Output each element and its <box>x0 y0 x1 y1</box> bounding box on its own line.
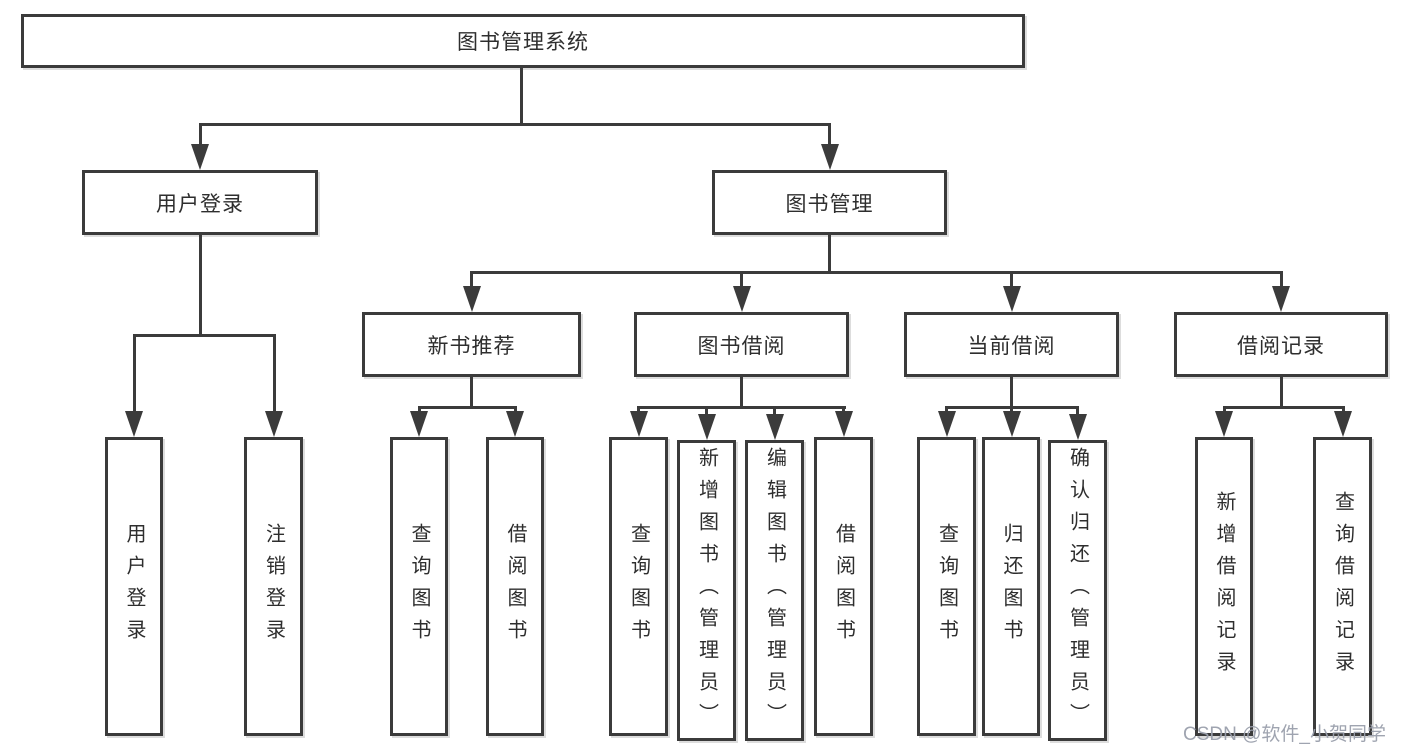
node-new-book-recommend: 新书推荐 <box>362 312 581 377</box>
node-book-borrow: 图书借阅 <box>634 312 849 377</box>
leaf-edit-book-admin: 编辑图书（管理员） <box>745 440 804 741</box>
leaf-add-borrow-record-label: 新增借阅记录 <box>1213 490 1235 683</box>
connector-book-borrow-drop <box>740 377 743 408</box>
arrow-down-icon <box>1334 405 1352 437</box>
arrow-down-icon <box>820 122 839 170</box>
arrow-down-icon <box>1002 270 1021 312</box>
connector-level3-branch <box>470 270 1282 274</box>
leaf-query-books-borrow-label: 查询图书 <box>627 522 650 651</box>
leaf-borrow-books-recommend: 借阅图书 <box>486 437 544 736</box>
node-book-borrow-label: 图书借阅 <box>697 334 786 358</box>
leaf-add-borrow-record: 新增借阅记录 <box>1195 437 1253 736</box>
arrow-down-icon <box>937 405 956 437</box>
leaf-borrow-books-label: 借阅图书 <box>832 522 855 651</box>
arrow-down-icon <box>125 333 143 437</box>
connector-user-login-drop <box>198 235 202 336</box>
node-user-login-label: 用户登录 <box>156 192 244 216</box>
connector-borrow-records-drop <box>1279 377 1283 408</box>
arrow-down-icon <box>462 270 481 312</box>
leaf-borrow-books: 借阅图书 <box>814 437 873 736</box>
arrow-down-icon <box>1068 405 1087 440</box>
leaf-edit-book-admin-label: 编辑图书（管理员） <box>763 446 786 735</box>
arrow-down-icon <box>629 405 648 437</box>
arrow-down-icon <box>697 405 716 440</box>
arrow-down-icon <box>1215 405 1233 437</box>
node-borrow-records-label: 借阅记录 <box>1237 334 1325 358</box>
arrow-down-icon <box>265 333 283 437</box>
arrow-down-icon <box>191 122 209 170</box>
leaf-query-books-borrow: 查询图书 <box>609 437 668 736</box>
node-book-management: 图书管理 <box>712 170 947 235</box>
leaf-add-book-admin-label: 新增图书（管理员） <box>695 446 718 735</box>
arrow-down-icon <box>765 405 784 440</box>
leaf-query-borrow-record: 查询借阅记录 <box>1313 437 1372 736</box>
connector-root-drop <box>519 68 523 125</box>
connector-user-login-branch <box>132 333 276 337</box>
leaf-logout-login-label: 注销登录 <box>262 522 285 651</box>
connector-borrow-records-branch <box>1222 405 1345 409</box>
arrow-down-icon <box>506 405 524 437</box>
connector-new-book-drop <box>470 377 473 408</box>
node-user-login: 用户登录 <box>82 170 318 235</box>
connector-current-borrow-drop <box>1010 377 1013 408</box>
node-current-borrow: 当前借阅 <box>904 312 1119 377</box>
leaf-return-books: 归还图书 <box>982 437 1040 736</box>
leaf-query-books-current: 查询图书 <box>917 437 976 736</box>
leaf-logout-login: 注销登录 <box>244 437 303 736</box>
arrow-down-icon <box>1272 270 1290 312</box>
arrow-down-icon <box>834 405 853 437</box>
connector-level2-branch <box>198 122 831 126</box>
arrow-down-icon <box>732 270 751 312</box>
leaf-query-books-current-label: 查询图书 <box>935 522 958 651</box>
connector-book-borrow-branch <box>637 405 846 409</box>
node-current-borrow-label: 当前借阅 <box>967 334 1056 358</box>
leaf-query-books-recommend: 查询图书 <box>390 437 448 736</box>
leaf-query-borrow-record-label: 查询借阅记录 <box>1331 490 1354 683</box>
leaf-confirm-return-admin-label: 确认归还（管理员） <box>1066 446 1089 735</box>
leaf-user-login: 用户登录 <box>105 437 163 736</box>
leaf-return-books-label: 归还图书 <box>1000 522 1022 651</box>
arrow-down-icon <box>1002 405 1021 437</box>
leaf-add-book-admin: 新增图书（管理员） <box>677 440 736 741</box>
arrow-down-icon <box>410 405 428 437</box>
node-book-management-label: 图书管理 <box>785 192 874 216</box>
node-root: 图书管理系统 <box>21 14 1025 68</box>
leaf-confirm-return-admin: 确认归还（管理员） <box>1048 440 1107 741</box>
connector-new-book-branch <box>417 405 517 409</box>
node-borrow-records: 借阅记录 <box>1174 312 1388 377</box>
leaf-query-books-recommend-label: 查询图书 <box>408 522 430 651</box>
csdn-watermark: CSDN @软件_小贺同学 <box>1183 724 1386 745</box>
leaf-user-login-label: 用户登录 <box>123 522 145 651</box>
connector-book-management-drop <box>828 235 831 273</box>
leaf-borrow-books-recommend-label: 借阅图书 <box>504 522 526 651</box>
node-new-book-recommend-label: 新书推荐 <box>427 334 516 358</box>
node-root-label: 图书管理系统 <box>457 31 589 54</box>
